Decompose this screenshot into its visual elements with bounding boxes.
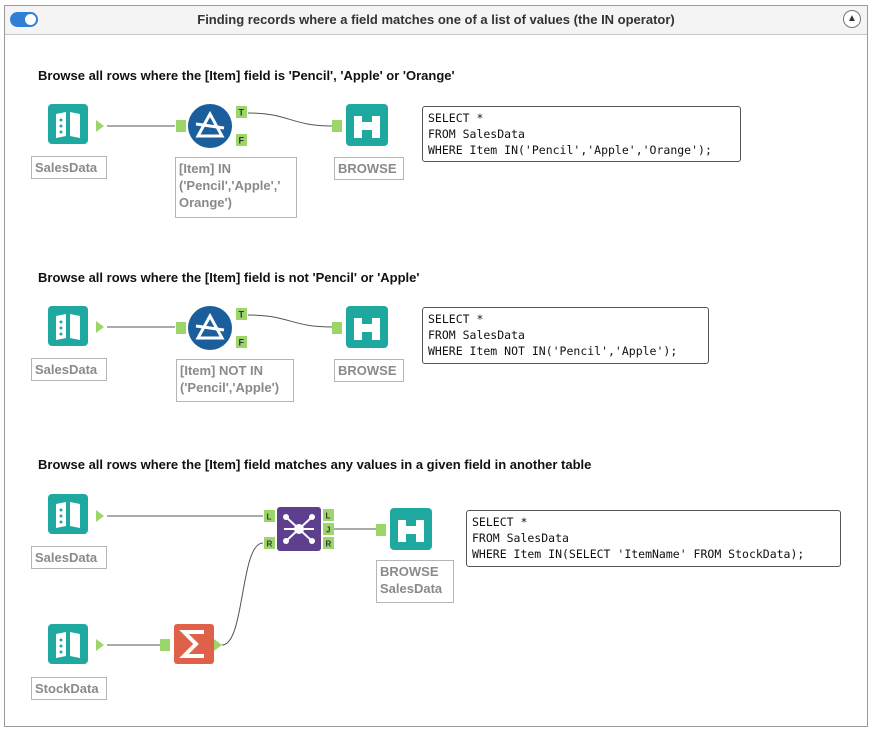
toggle-knob bbox=[25, 14, 36, 25]
input-label-2: SalesData bbox=[31, 358, 107, 381]
input-tool-salesdata-2[interactable] bbox=[42, 302, 110, 350]
browse-tool-3[interactable] bbox=[374, 505, 438, 555]
input-tool-salesdata-3[interactable] bbox=[42, 490, 110, 538]
browse-label-1: BROWSE bbox=[334, 157, 404, 180]
input-tool-stockdata[interactable] bbox=[42, 620, 110, 668]
browse-label-3-line-1: BROWSE bbox=[380, 564, 439, 579]
browse-label-3: BROWSE SalesData bbox=[376, 560, 454, 603]
anchor-true-1[interactable]: T bbox=[239, 108, 245, 118]
wire-filter-browse-1[interactable] bbox=[247, 112, 334, 127]
anchor-right-out[interactable]: R bbox=[326, 540, 332, 549]
filter-label-1-line-1: [Item] IN bbox=[179, 161, 231, 176]
join-tool[interactable]: L R L J R bbox=[262, 505, 340, 553]
section-1-heading: Browse all rows where the [Item] field i… bbox=[38, 68, 455, 83]
anchor-left-in[interactable]: L bbox=[267, 513, 272, 522]
sql-1-line-1: SELECT * bbox=[428, 111, 484, 125]
input-tool-salesdata-1[interactable] bbox=[42, 100, 110, 148]
filter-label-2: [Item] NOT IN ('Pencil','Apple') bbox=[176, 359, 294, 402]
sql-2-line-1: SELECT * bbox=[428, 312, 484, 326]
sql-1-line-2: FROM SalesData bbox=[428, 127, 525, 141]
filter-label-2-line-1: [Item] NOT IN bbox=[180, 363, 264, 378]
anchor-join-out[interactable]: J bbox=[326, 526, 330, 535]
input-label-3: SalesData bbox=[31, 546, 107, 569]
filter-label-1: [Item] IN ('Pencil','Apple',' Orange') bbox=[175, 157, 297, 218]
wire-summarize-join[interactable] bbox=[221, 542, 264, 646]
filter-label-1-line-2: ('Pencil','Apple',' bbox=[179, 178, 281, 193]
container-title: Finding records where a field matches on… bbox=[197, 12, 675, 27]
summarize-tool[interactable] bbox=[158, 620, 228, 668]
input-label-1: SalesData bbox=[31, 156, 107, 179]
sql-2-line-2: FROM SalesData bbox=[428, 328, 525, 342]
browse-label-3-line-2: SalesData bbox=[380, 581, 443, 596]
anchor-right-in[interactable]: R bbox=[267, 540, 273, 549]
filter-tool-in[interactable]: T F bbox=[174, 100, 254, 152]
input-label-stockdata: StockData bbox=[31, 677, 107, 700]
browse-tool-1[interactable] bbox=[330, 100, 394, 150]
collapse-icon[interactable]: ▲ bbox=[843, 10, 861, 28]
anchor-false-1[interactable]: F bbox=[239, 136, 245, 146]
browse-label-2: BROWSE bbox=[334, 359, 404, 382]
filter-label-1-line-3: Orange') bbox=[179, 195, 232, 210]
wire-filter-browse-2[interactable] bbox=[247, 314, 334, 328]
sql-3-line-3: WHERE Item IN(SELECT 'ItemName' FROM Sto… bbox=[472, 547, 805, 561]
enable-toggle[interactable] bbox=[10, 12, 38, 27]
sql-2-line-3: WHERE Item NOT IN('Pencil','Apple'); bbox=[428, 344, 678, 358]
browse-tool-2[interactable] bbox=[330, 302, 394, 352]
filter-label-2-line-2: ('Pencil','Apple') bbox=[180, 380, 280, 395]
sql-3-line-2: FROM SalesData bbox=[472, 531, 569, 545]
sql-1-line-3: WHERE Item IN('Pencil','Apple','Orange')… bbox=[428, 143, 712, 157]
section-3-heading: Browse all rows where the [Item] field m… bbox=[38, 457, 592, 472]
filter-tool-not-in[interactable]: T F bbox=[174, 302, 254, 354]
sql-3-line-1: SELECT * bbox=[472, 515, 528, 529]
anchor-false-2[interactable]: F bbox=[239, 338, 245, 348]
section-2-heading: Browse all rows where the [Item] field i… bbox=[38, 270, 420, 285]
anchor-true-2[interactable]: T bbox=[239, 310, 245, 320]
container-header: Finding records where a field matches on… bbox=[5, 6, 867, 35]
anchor-left-out[interactable]: L bbox=[326, 512, 331, 521]
